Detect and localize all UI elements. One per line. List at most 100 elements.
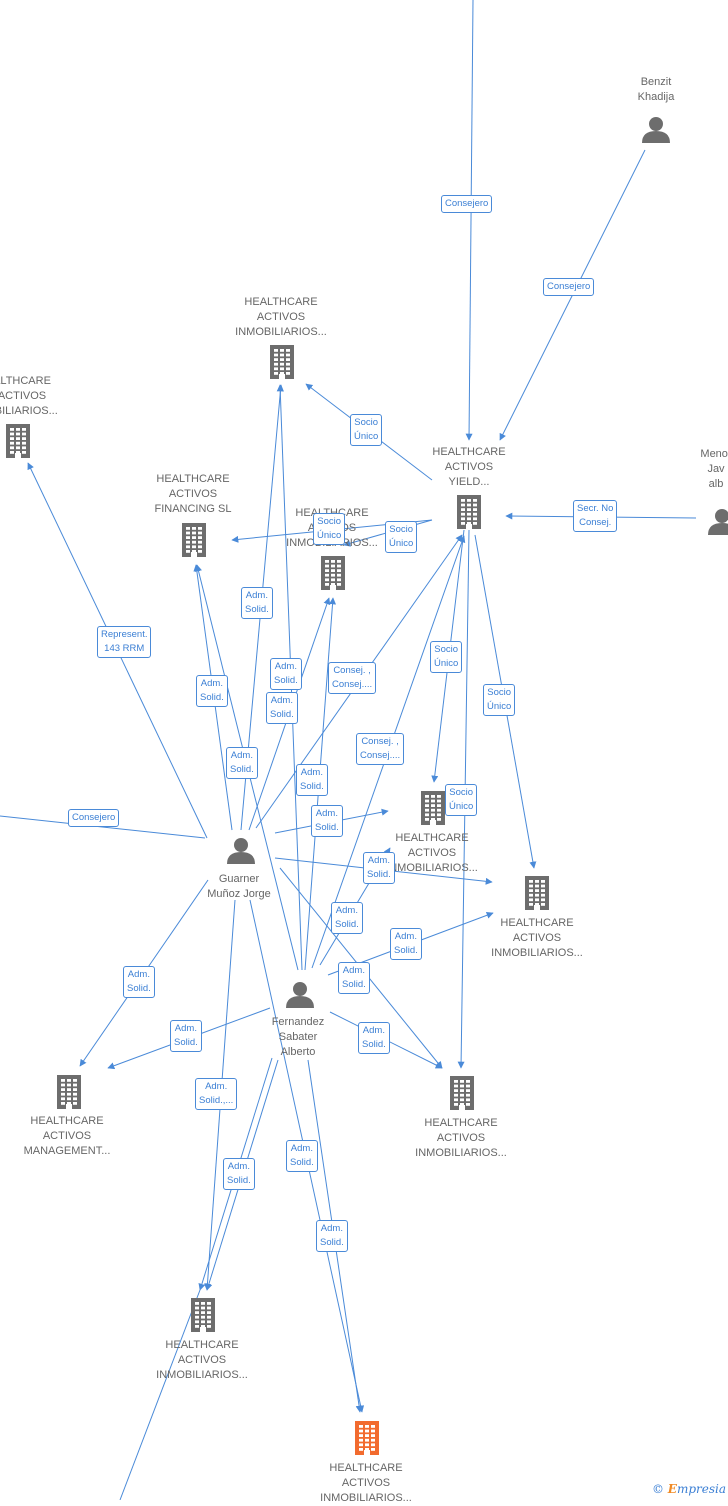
relation-label-line: Socio bbox=[389, 524, 414, 535]
relation-label[interactable]: Adm.Solid. bbox=[311, 805, 343, 837]
relation-label-line: Represent. bbox=[101, 629, 148, 640]
company-icon[interactable] bbox=[57, 1075, 81, 1109]
relation-label[interactable]: Adm.Solid. bbox=[390, 928, 422, 960]
relation-label-line: Solid. bbox=[342, 979, 366, 990]
node-label-line: Jav bbox=[707, 463, 725, 475]
relation-label-line: Socio bbox=[434, 644, 459, 655]
relation-label-line: Consejero bbox=[445, 198, 489, 209]
company-icon[interactable] bbox=[270, 345, 294, 379]
relation-label[interactable]: Consejero bbox=[68, 809, 120, 827]
relation-label[interactable]: Adm. Solid. bbox=[338, 962, 370, 994]
company-icon[interactable] bbox=[457, 495, 481, 529]
node-label-line: HEALTHCARE bbox=[424, 1117, 498, 1129]
relation-label[interactable]: Adm.Solid. bbox=[270, 658, 302, 690]
relation-label-line: Socio bbox=[449, 787, 474, 798]
relation-label-line: Único bbox=[487, 701, 512, 712]
relation-label[interactable]: Adm.Solid. bbox=[331, 902, 363, 934]
person-icon[interactable] bbox=[642, 117, 670, 143]
relation-label[interactable]: Adm. Solid.,... bbox=[195, 1078, 238, 1110]
company-icon[interactable] bbox=[182, 523, 206, 557]
relation-label-line: Solid.,... bbox=[199, 1095, 234, 1106]
relation-label-line: Adm. bbox=[342, 965, 365, 976]
relation-label[interactable]: Consejero bbox=[441, 195, 493, 213]
relation-label-line: Consej. , bbox=[361, 736, 399, 747]
relation-label[interactable]: Represent.143 RRM bbox=[97, 626, 152, 658]
relation-label[interactable]: Adm. Solid. bbox=[226, 747, 258, 779]
node-label-line: Menor bbox=[700, 448, 728, 460]
company-icon[interactable] bbox=[421, 791, 445, 825]
relation-label[interactable]: Consejero bbox=[543, 278, 595, 296]
relation-label-line: Único bbox=[449, 801, 474, 812]
relation-label[interactable]: Adm.Solid. bbox=[316, 1220, 348, 1252]
relation-label-line: Solid. bbox=[245, 604, 269, 615]
company-icon[interactable] bbox=[191, 1298, 215, 1332]
person-icon[interactable] bbox=[227, 838, 255, 864]
node-label-line: HEALTHCARE bbox=[156, 473, 230, 485]
relation-label[interactable]: Adm. Solid. bbox=[196, 675, 228, 707]
node-label-line: ALTHCARE bbox=[0, 375, 51, 387]
relation-label[interactable]: Consej. ,Consej.... bbox=[328, 662, 377, 694]
relation-label-line: Adm. bbox=[205, 1081, 228, 1092]
person-icon[interactable] bbox=[286, 982, 314, 1008]
relation-label-line: Socio bbox=[317, 516, 342, 527]
relation-label[interactable]: Adm.Solid. bbox=[296, 764, 328, 796]
relation-label-line: Solid. bbox=[230, 764, 254, 775]
relation-label[interactable]: Consej. , Consej.... bbox=[356, 733, 405, 765]
relation-label-line: Adm. bbox=[230, 750, 253, 761]
relation-label[interactable]: Adm.Solid. bbox=[286, 1140, 318, 1172]
node-label-line: ACTIVOS bbox=[444, 461, 494, 473]
relation-label[interactable]: Adm.Solid. bbox=[266, 692, 298, 724]
relation-label[interactable]: Adm.Solid. bbox=[241, 587, 273, 619]
node-label-line: HEALTHCARE bbox=[432, 446, 506, 458]
node-label-line: ACTIVOS bbox=[436, 1132, 486, 1144]
relation-label[interactable]: Adm.Solid. bbox=[363, 852, 395, 884]
relation-label[interactable]: Adm.Solid. bbox=[170, 1020, 202, 1052]
person-icon[interactable] bbox=[708, 509, 728, 535]
relation-label-line: Consej.... bbox=[332, 679, 373, 690]
highlighted-company-icon[interactable] bbox=[355, 1421, 379, 1455]
relation-label-line: Consej.... bbox=[360, 750, 401, 761]
relation-label[interactable]: Adm.Solid. bbox=[358, 1022, 390, 1054]
relation-label[interactable]: Adm.Solid. bbox=[223, 1158, 255, 1190]
company-icon[interactable] bbox=[525, 876, 549, 910]
company-icon[interactable] bbox=[6, 424, 30, 458]
relation-label-line: Adm. bbox=[362, 1025, 385, 1036]
icons bbox=[6, 117, 728, 1455]
relation-label-line: Solid. bbox=[227, 1175, 251, 1186]
relation-label-line: Consej. bbox=[579, 517, 612, 528]
relation-label[interactable]: Adm.Solid. bbox=[123, 966, 155, 998]
node-label[interactable]: MenorJavalb bbox=[666, 447, 728, 492]
relation-label-line: Adm. bbox=[200, 678, 223, 689]
node-label-line: Muñoz Jorge bbox=[207, 888, 271, 900]
node-label-line: HEALTHCARE bbox=[500, 917, 574, 929]
node-label-line: INMOBILIARIOS... bbox=[386, 862, 478, 874]
relation-label-line: Adm. bbox=[290, 1143, 313, 1154]
relation-label-line: Solid. bbox=[270, 709, 294, 720]
relation-label-line: Solid. bbox=[200, 692, 224, 703]
company-icon[interactable] bbox=[321, 556, 345, 590]
edges bbox=[0, 0, 697, 1500]
relation-label-line: Solid. bbox=[335, 919, 359, 930]
company-icon[interactable] bbox=[450, 1076, 474, 1110]
node-label[interactable]: ALTHCAREACTIVOSOBILIARIOS... bbox=[0, 374, 72, 419]
relation-label-line: Socio bbox=[487, 687, 512, 698]
